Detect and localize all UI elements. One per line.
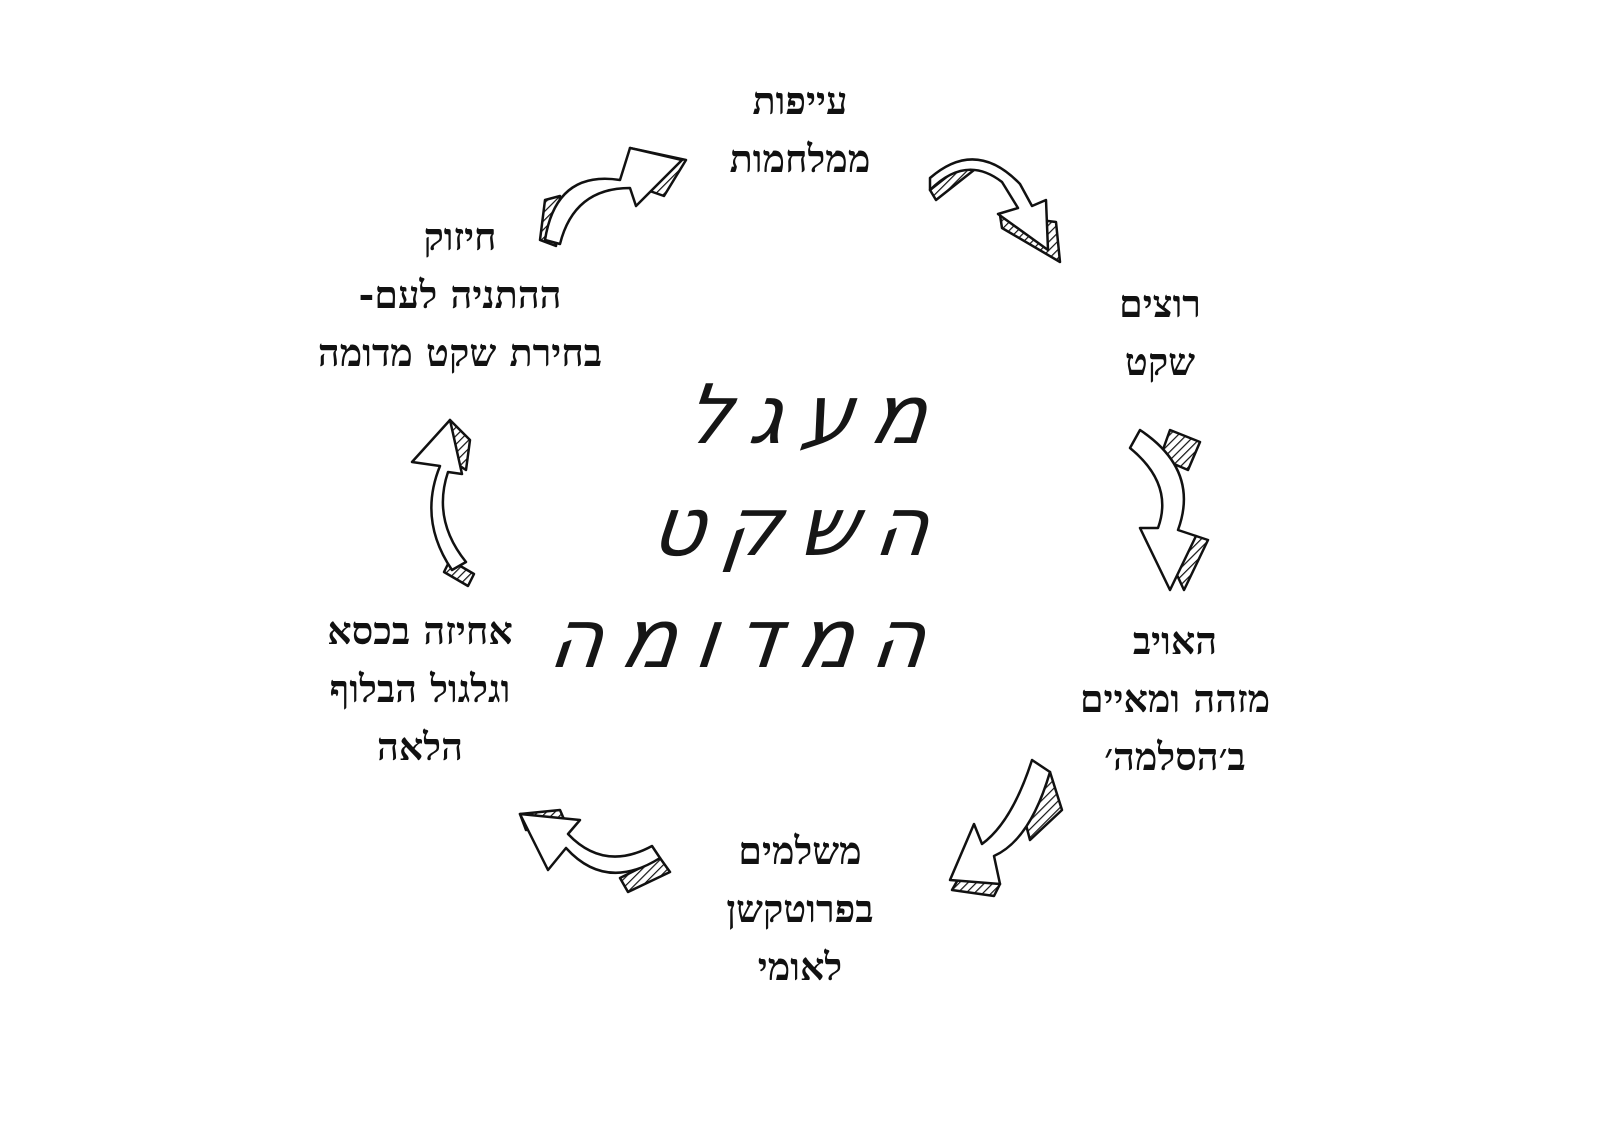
cycle-title-line-2: השקט: [645, 480, 955, 575]
cycle-title: מעגל השקט המדומה: [544, 360, 983, 696]
node-line: וגלגול הבלוף: [329, 666, 511, 711]
node-want-quiet: רוצים שקט: [1060, 275, 1260, 391]
node-enemy-threatens: האויב מזהה ומאיים ב׳הסלמה׳: [1040, 612, 1310, 786]
node-pay-protection: משלמים בפרוטקשן לאומי: [680, 822, 920, 996]
node-line: בחירת שקט מדומה: [317, 330, 603, 375]
node-line: אחיזה בכסא: [327, 608, 513, 653]
cycle-title-line-1: מעגל: [679, 368, 953, 463]
node-line: עייפות: [752, 78, 848, 123]
arrow-bottom-to-left: [518, 808, 672, 894]
arrow-rightlower-to-bottom: [948, 758, 1064, 898]
node-line: מזהה ומאיים: [1079, 676, 1271, 721]
node-line: לאומי: [757, 944, 843, 989]
arrow-right-to-rightlower: [1128, 428, 1210, 592]
arrow-topleft-to-top: [538, 146, 688, 248]
node-line: משלמים: [738, 828, 862, 873]
node-line: ב׳הסלמה׳: [1104, 734, 1246, 779]
node-reinforce-conditioning: חיזוק ההתניה לעם- בחירת שקט מדומה: [290, 208, 630, 382]
node-line: רוצים: [1119, 281, 1201, 326]
arrow-top-to-right: [928, 158, 1062, 264]
node-line: שקט: [1124, 339, 1196, 384]
node-line: ההתניה לעם-: [358, 272, 562, 317]
node-war-fatigue: עייפות ממלחמות: [680, 72, 920, 188]
node-line: ממלחמות: [729, 136, 871, 181]
node-line: האויב: [1132, 618, 1218, 663]
node-hold-seat: אחיזה בכסא וגלגול הבלוף הלאה: [285, 602, 555, 776]
node-line: בפרוטקשן: [726, 886, 874, 931]
node-line: הלאה: [377, 724, 463, 769]
cycle-title-line-3: המדומה: [544, 592, 952, 687]
arrow-left-to-topleft: [410, 418, 476, 588]
node-line: חיזוק: [423, 214, 497, 259]
